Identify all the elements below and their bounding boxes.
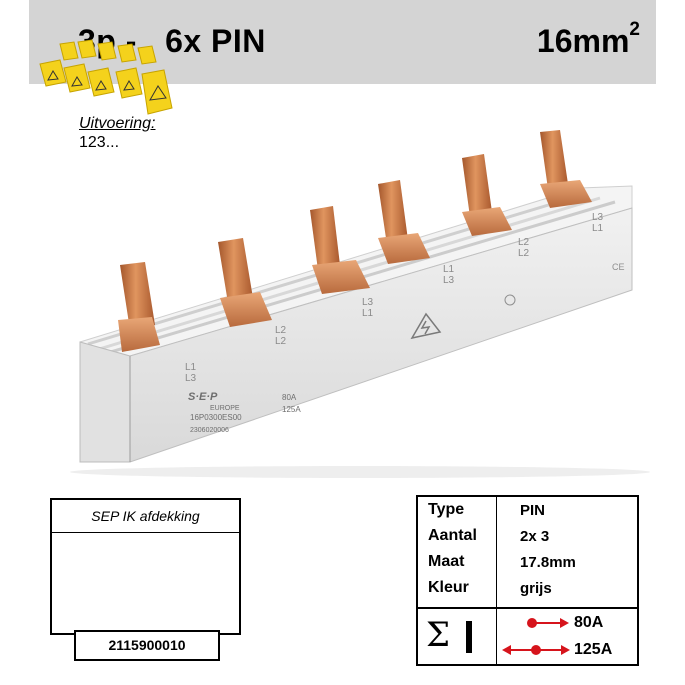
- copper-pin: [218, 238, 272, 327]
- brand-sub: EUROPE: [210, 405, 240, 412]
- earth-symbol-icon: [504, 294, 516, 306]
- spec-row: Type PIN: [418, 499, 637, 525]
- phase-label: L3: [185, 373, 197, 384]
- copper-pin: [118, 262, 160, 352]
- spec-value: grijs: [520, 580, 552, 597]
- spec-key: Maat: [428, 553, 465, 570]
- spec-table: Type PIN Aantal 2x 3 Maat 17.8mm Kleur g…: [416, 495, 639, 666]
- table-divider: [496, 607, 497, 664]
- table-divider: [418, 607, 637, 609]
- brand-logo: S·E·P: [188, 391, 218, 403]
- phase-label: L1: [443, 264, 455, 275]
- spec-value: 17.8mm: [520, 554, 576, 571]
- phase-label: L2: [518, 237, 530, 248]
- phase-label: L2: [518, 248, 530, 259]
- spec-value: 2x 3: [520, 528, 550, 545]
- phase-label: L1: [185, 362, 197, 373]
- accessory-title: SEP IK afdekking: [52, 500, 239, 533]
- phase-label: L3: [592, 212, 604, 223]
- rating-80: 80A: [282, 393, 297, 402]
- copper-pin: [540, 130, 592, 208]
- cross-section-value: 16mm: [536, 23, 630, 59]
- warning-triangle-icon: [410, 312, 442, 340]
- housing-end: [79, 341, 131, 463]
- copper-pin: [462, 154, 512, 236]
- spec-key: Type: [428, 501, 465, 518]
- part-number: 16P0300ES00: [190, 413, 242, 422]
- copper-pin: [378, 180, 430, 264]
- phase-label: L1: [592, 223, 604, 234]
- accessory-code: 2115900010: [74, 630, 220, 661]
- uitvoering-label: Uitvoering:: [79, 115, 156, 132]
- one-sided-arrow-icon: [527, 618, 569, 628]
- spec-value: PIN: [520, 502, 546, 519]
- current-bar-icon: [466, 621, 472, 653]
- serial-number: 2306020006: [190, 427, 229, 434]
- busbar-image: L1 L3 L2 L2 L3 L1 L1 L3 L2 L2 L3 L1 S·E·…: [70, 130, 650, 478]
- sigma-icon: Σ: [426, 615, 451, 655]
- spec-key: Kleur: [428, 579, 469, 596]
- cross-section: 16mm2: [536, 19, 640, 60]
- cross-section-exponent: 2: [629, 19, 640, 40]
- spec-row: Kleur grijs: [418, 577, 637, 603]
- ce-mark-icon: CE: [612, 262, 625, 272]
- uitvoering-value: 123...: [79, 134, 120, 151]
- phase-label: L3: [362, 297, 374, 308]
- phase-label: L2: [275, 336, 287, 347]
- current-80: 80A: [574, 614, 604, 631]
- rating-125: 125A: [282, 405, 301, 414]
- phase-label: L3: [443, 275, 455, 286]
- two-sided-arrow-icon: [502, 645, 570, 655]
- spec-row: Maat 17.8mm: [418, 551, 637, 577]
- spec-row: Aantal 2x 3: [418, 525, 637, 551]
- spec-key: Aantal: [428, 527, 477, 544]
- current-125: 125A: [574, 641, 613, 658]
- phase-label: L2: [275, 325, 287, 336]
- phase-label: L1: [362, 308, 374, 319]
- accessory-box: SEP IK afdekking: [50, 498, 241, 635]
- product-title: 3p - 6x PIN: [78, 23, 266, 59]
- copper-pin: [310, 206, 370, 294]
- cover-caps-image: [39, 39, 173, 115]
- table-divider: [496, 497, 497, 607]
